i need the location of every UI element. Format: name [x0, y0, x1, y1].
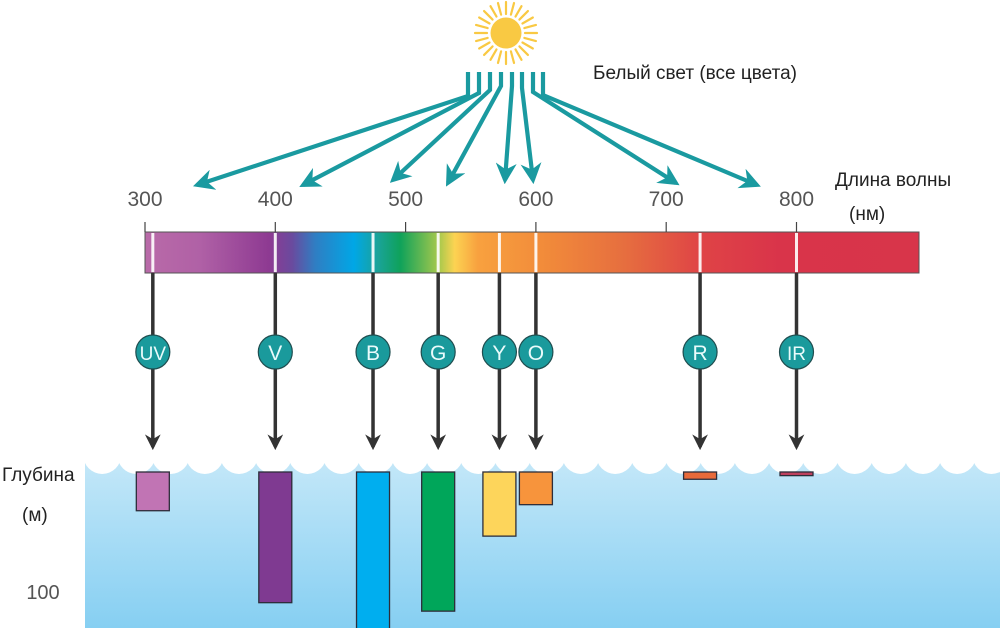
sun-ray: [514, 48, 523, 61]
badge-label: IR: [787, 344, 806, 365]
sun-ray: [496, 50, 503, 65]
badge-circle: [481, 334, 518, 370]
sun-ray: [521, 41, 534, 50]
light-ray-arrow: [519, 72, 542, 185]
badge-label: R: [692, 342, 707, 365]
axis-tick-label: 700: [648, 188, 684, 211]
badge-y: Y: [481, 334, 518, 370]
badge-ir: IR: [778, 334, 815, 370]
spectrum-markers: [151, 233, 798, 272]
wavelength-label: Длина волны: [835, 170, 952, 191]
sun-ray: [509, 50, 516, 65]
depth-bar-g: [421, 471, 456, 612]
badge-o: O: [518, 334, 554, 370]
depth-bar-o: [518, 471, 554, 506]
wavelength-axis-ticks: [144, 222, 798, 232]
light-ray-arrow: [530, 72, 680, 186]
sun-ray: [482, 45, 494, 57]
left-margin: [0, 430, 85, 628]
badge-circle: [135, 334, 171, 370]
sun-ray: [478, 41, 491, 50]
depth-bar-ir: [779, 471, 814, 477]
depth-bar-v: [258, 471, 293, 604]
badge-label: G: [430, 342, 446, 365]
light-ray-arrow: [445, 72, 504, 187]
sun-ray: [489, 48, 498, 61]
badge-circle: [257, 334, 293, 370]
badge-g: G: [420, 334, 456, 370]
badge-b: B: [355, 334, 391, 370]
light-ray-arrow: [193, 72, 471, 190]
sun-ray: [523, 23, 538, 30]
sun-ray: [521, 16, 534, 25]
depth-bar-y: [482, 471, 517, 537]
sun-ray: [474, 36, 489, 43]
light-ray-arrow: [540, 72, 761, 189]
depth-bar-r: [682, 471, 718, 480]
depth-unit: (м): [22, 505, 48, 526]
sun-ray: [523, 36, 538, 43]
badge-v: V: [257, 334, 293, 370]
depth-bar-b: [355, 471, 391, 633]
badge-label: UV: [140, 344, 167, 365]
light-ray-arrow: [299, 72, 482, 187]
axis-tick-label: 600: [518, 188, 554, 211]
sun-ray: [509, 1, 516, 16]
badge-label: O: [528, 342, 544, 365]
depth-bars: [135, 471, 814, 633]
sun-icon: [473, 0, 539, 66]
badge-circle: [682, 334, 718, 370]
badge-r: R: [682, 334, 718, 370]
depth-tick-100: 100: [26, 582, 60, 604]
badge-label: Y: [492, 342, 506, 365]
sun-ray: [496, 1, 503, 16]
depth-bar-uv: [135, 471, 170, 512]
light-ray-arrow: [495, 72, 517, 185]
sun-ray: [474, 23, 489, 30]
badge-label: B: [366, 342, 380, 365]
badge-label: V: [268, 342, 282, 365]
sun-ray: [518, 9, 530, 21]
sun-disc: [490, 17, 522, 49]
light-ray-arrow: [389, 72, 493, 183]
sun-ray: [514, 5, 523, 18]
sun-ray: [518, 45, 530, 57]
white-light-rays: [193, 72, 761, 190]
badge-uv: UV: [135, 334, 171, 370]
sun-ray: [489, 5, 498, 18]
sun-ray: [478, 16, 491, 25]
spectrum-bar: [144, 231, 920, 274]
axis-tick-label: 400: [257, 188, 293, 211]
sun-ray: [482, 9, 494, 21]
axis-tick-label: 500: [388, 188, 424, 211]
badge-circle: [518, 334, 554, 370]
axis-tick-label: 300: [127, 188, 163, 211]
badge-circle: [355, 334, 391, 370]
badge-circle: [778, 334, 815, 370]
wavelength-unit: (нм): [849, 204, 886, 225]
badge-circle: [420, 334, 456, 370]
axis-tick-label: 800: [778, 188, 815, 211]
depth-label: Глубина: [2, 465, 75, 486]
white-light-label: Белый свет (все цвета): [593, 63, 797, 84]
